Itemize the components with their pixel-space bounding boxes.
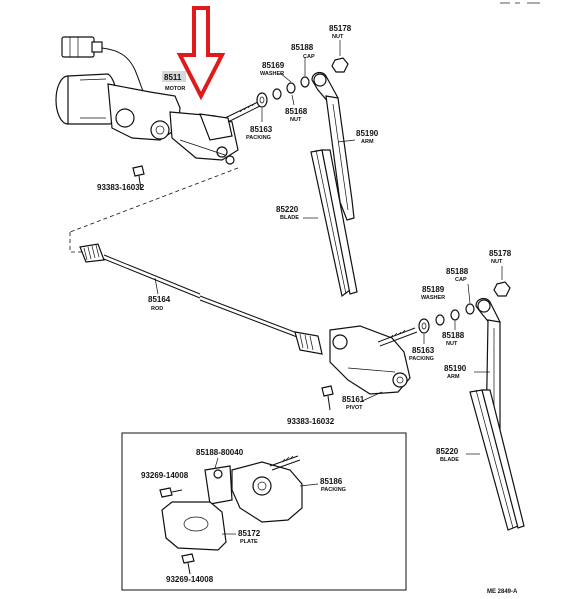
label-nut-right-2: 85188 NUT (442, 331, 465, 347)
svg-text:85178: 85178 (329, 24, 352, 33)
inset-frame (121, 432, 407, 591)
svg-text:BLADE: BLADE (440, 457, 459, 463)
svg-text:85188: 85188 (446, 267, 469, 276)
right-spindle-hardware (418, 266, 511, 344)
svg-text:85188: 85188 (291, 43, 314, 52)
svg-text:CAP: CAP (303, 54, 315, 60)
label-cap-top: 85188 CAP (291, 43, 315, 60)
svg-text:85163: 85163 (412, 346, 435, 355)
bolt-top: 93383-16032 (97, 165, 145, 192)
svg-text:PACKING: PACKING (246, 135, 271, 141)
wiper-motor (55, 73, 261, 165)
inset-bracket: 85188-80040 (196, 448, 244, 505)
svg-text:85178: 85178 (489, 249, 512, 258)
label-packing-right: 85163 PACKING (409, 346, 435, 362)
svg-text:93269-14008: 93269-14008 (141, 471, 189, 480)
label-cap-right: 85188 CAP (446, 267, 469, 283)
wiper-pivot: 85161 PIVOT (329, 325, 418, 411)
svg-text:93383-16032: 93383-16032 (287, 417, 335, 426)
svg-text:85172: 85172 (238, 529, 261, 538)
label-nut-right: 85178 NUT (489, 249, 512, 265)
svg-text:85168: 85168 (285, 107, 308, 116)
connector-plug (61, 36, 146, 96)
svg-text:85161: 85161 (342, 395, 365, 404)
svg-text:ROD: ROD (151, 306, 163, 312)
dashed-guide-top (69, 167, 239, 233)
svg-text:WASHER: WASHER (260, 71, 284, 77)
top-spindle-hardware (256, 40, 349, 122)
svg-text:85190: 85190 (444, 364, 467, 373)
svg-text:NUT: NUT (332, 34, 344, 40)
svg-text:85163: 85163 (250, 125, 273, 134)
footer-code: ME 2849-A (487, 589, 518, 595)
wiper-rod: 85164 ROD (79, 243, 323, 355)
inset-screw-top: 93269-14008 (141, 471, 189, 498)
label-nut-top: 85178 NUT (329, 24, 352, 40)
bolt-mid: 93383-16032 (287, 385, 335, 426)
label-washer-top: 85169 WASHER (260, 61, 285, 77)
svg-text:ARM: ARM (447, 374, 460, 380)
svg-text:CAP: CAP (455, 277, 467, 283)
svg-text:WASHER: WASHER (421, 295, 445, 301)
wiper-blade-top: 85220 BLADE (276, 149, 358, 298)
svg-text:85186: 85186 (320, 477, 343, 486)
svg-text:85190: 85190 (356, 129, 379, 138)
svg-text:NUT: NUT (290, 117, 302, 123)
wiper-blade-right: 85220 BLADE (436, 389, 525, 531)
svg-text:PIVOT: PIVOT (346, 405, 363, 411)
svg-text:85169: 85169 (262, 61, 285, 70)
svg-text:PACKING: PACKING (409, 356, 434, 362)
inset-screw-bottom: 93269-14008 (166, 553, 214, 584)
svg-text:85188-80040: 85188-80040 (196, 448, 244, 457)
svg-text:NUT: NUT (446, 341, 458, 347)
svg-text:ARM: ARM (361, 139, 374, 145)
svg-text:85189: 85189 (422, 285, 445, 294)
svg-text:PACKING: PACKING (321, 487, 346, 493)
svg-text:BLADE: BLADE (280, 215, 299, 221)
red-arrow-indicator (176, 6, 226, 101)
label-packing-top: 85163 PACKING (246, 125, 273, 141)
inset-plate: 85172 PLATE (161, 501, 261, 551)
svg-text:MOTOR: MOTOR (165, 86, 185, 92)
svg-text:85188: 85188 (442, 331, 465, 340)
svg-text:85220: 85220 (276, 205, 299, 214)
svg-text:8511: 8511 (164, 73, 182, 82)
svg-text:85220: 85220 (436, 447, 459, 456)
label-motor: 8511 MOTOR (162, 71, 186, 92)
svg-text:PLATE: PLATE (240, 539, 258, 545)
svg-text:NUT: NUT (491, 259, 503, 265)
svg-text:93383-16032: 93383-16032 (97, 183, 145, 192)
label-nut-top-2: 85168 NUT (285, 107, 308, 123)
inset-pivot-body: 85186 PACKING (231, 455, 346, 523)
svg-text:85164: 85164 (148, 295, 171, 304)
svg-text:93269-14008: 93269-14008 (166, 575, 214, 584)
label-washer-right: 85189 WASHER (421, 285, 445, 301)
